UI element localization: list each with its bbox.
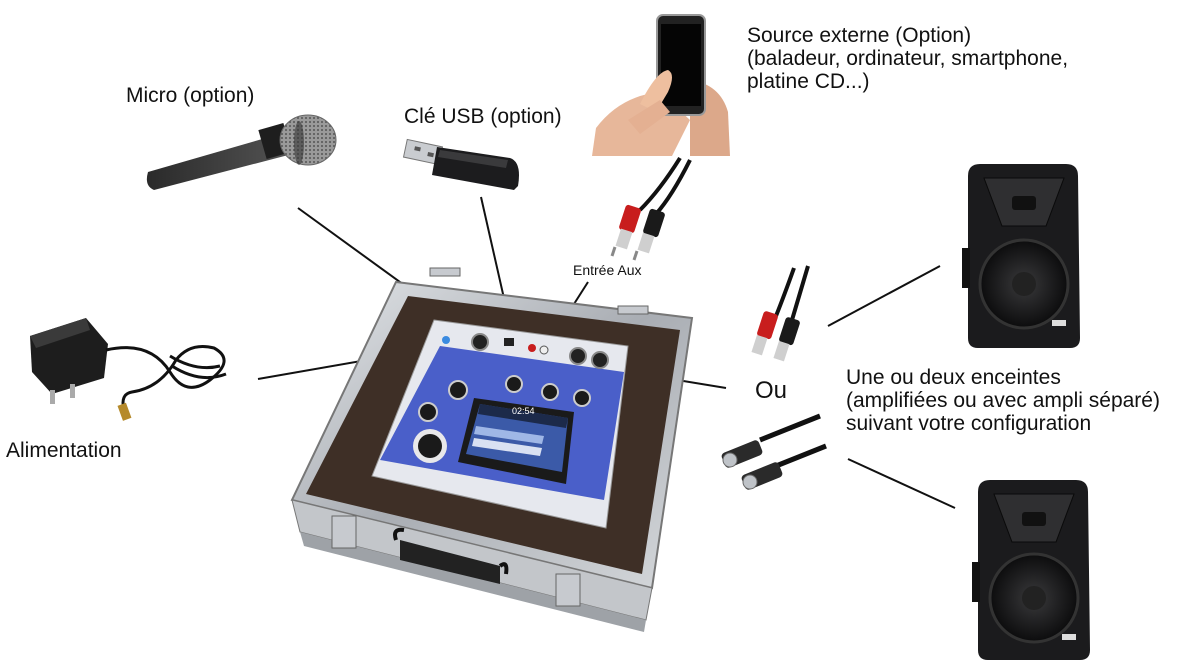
entree-aux-label: Entrée Aux: [573, 262, 642, 278]
speaker-icon: [962, 164, 1080, 348]
xlr-output-2-icon: [591, 351, 609, 369]
xlr-output-icon: [569, 347, 587, 365]
rca-input-white-icon: [539, 345, 549, 355]
rca-output-cable-icon: [751, 265, 810, 362]
rca-input-red-icon: [528, 344, 536, 352]
smartphone-icon: [592, 14, 730, 156]
xlr-input-icon: [471, 333, 489, 351]
rca-cable-icon: [610, 156, 692, 261]
enceintes-line-2: (amplifiées ou avec ampli séparé): [846, 389, 1160, 412]
power-adapter-icon: [30, 318, 227, 421]
source-externe-line-2: (baladeur, ordinateur, smartphone,: [747, 47, 1069, 70]
microphone-icon: [146, 114, 337, 190]
latch-left-icon: [331, 515, 357, 549]
source-externe-label: Source externe (Option) (baladeur, ordin…: [747, 24, 1068, 93]
alimentation-label: Alimentation: [6, 439, 122, 462]
enceintes-line-3: suivant votre configuration: [846, 412, 1092, 435]
power-led-icon: [442, 336, 450, 344]
speaker-top-leader-line: [827, 265, 941, 327]
knob-icons: [418, 375, 591, 422]
speaker-bottom-icon: [972, 480, 1090, 660]
ou-label: Ou: [755, 377, 788, 404]
source-externe-line-3: platine CD...): [747, 70, 870, 93]
cle-usb-label: Clé USB (option): [404, 105, 562, 128]
screen-time: 02:54: [512, 406, 535, 416]
speaker-bottom-leader-line: [847, 458, 956, 509]
usb-port-icon: [504, 338, 514, 346]
enceintes-label: Une ou deux enceintes (amplifiées ou ave…: [846, 366, 1160, 435]
case-handle-icon: [400, 540, 500, 584]
source-externe-line-1: Source externe (Option): [747, 24, 972, 47]
flight-case-icon: 02:54: [290, 267, 694, 632]
usb-key-icon: [402, 138, 519, 190]
latch-right-icon: [555, 573, 581, 607]
micro-label: Micro (option): [126, 84, 255, 107]
enceintes-line-1: Une ou deux enceintes: [846, 366, 1061, 389]
xlr-cable-icon: [721, 413, 827, 490]
